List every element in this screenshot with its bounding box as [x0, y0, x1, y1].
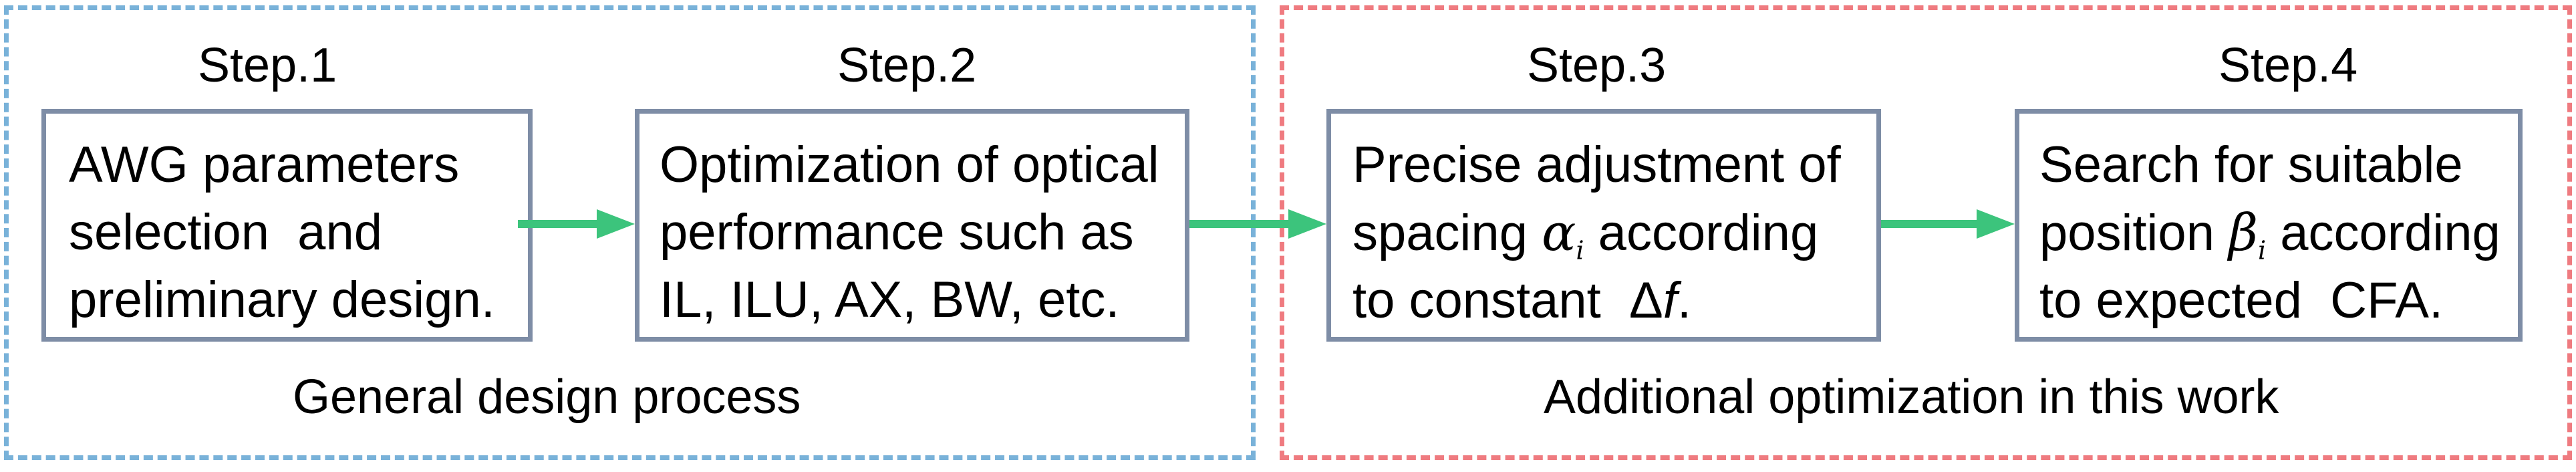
beta-symbol: β: [2229, 203, 2259, 262]
step3-line3: to constant Δf.: [1352, 267, 1854, 334]
step3-line1: Precise adjustment of: [1352, 136, 1841, 193]
step3-line2: spacing αi according: [1352, 199, 1854, 267]
step2-line1: Optimization of optical: [660, 136, 1159, 193]
step3-title: Step.3: [1527, 39, 1667, 92]
general-design-label: General design process: [293, 370, 801, 424]
step1-line2: selection and: [69, 204, 382, 261]
general-design-group: [4, 5, 1256, 460]
step4-box: Search for suitable position βi accordin…: [2015, 109, 2523, 342]
step1-box: AWG parameters selection and preliminary…: [41, 109, 533, 342]
step2-title: Step.2: [837, 39, 977, 92]
step1-line3: preliminary design.: [69, 271, 495, 328]
step3-box: Precise adjustment of spacing αi accordi…: [1326, 109, 1881, 342]
step4-line2-pre: position: [2039, 205, 2229, 261]
step1-title: Step.1: [198, 39, 337, 92]
alpha-subscript: i: [1576, 235, 1584, 265]
step3-line2-post: according: [1584, 205, 1819, 261]
step4-line1: Search for suitable: [2039, 136, 2463, 193]
step3-line3-pre: to constant Δ: [1352, 272, 1663, 329]
step3-line3-post: .: [1677, 272, 1692, 329]
arrow-step1-to-step2: [518, 209, 635, 239]
step4-line2: position βi according: [2039, 199, 2500, 267]
arrow-step3-to-step4: [1881, 209, 2015, 239]
step3-line2-pre: spacing: [1352, 205, 1542, 261]
additional-optimization-label: Additional optimization in this work: [1544, 370, 2279, 424]
step1-line1: AWG parameters: [69, 136, 460, 193]
step2-line3: IL, ILU, AX, BW, etc.: [660, 271, 1120, 328]
step4-line3: to expected CFA.: [2039, 272, 2444, 329]
step2-box: Optimization of optical performance such…: [635, 109, 1189, 342]
beta-subscript: i: [2258, 235, 2267, 265]
step2-line2: performance such as: [660, 204, 1134, 261]
arrow-step2-to-step3: [1189, 209, 1326, 239]
step4-line2-post: according: [2266, 205, 2500, 261]
alpha-symbol: α: [1542, 203, 1576, 262]
f-symbol: f: [1663, 272, 1677, 329]
step4-title: Step.4: [2219, 39, 2358, 92]
additional-optimization-group: [1280, 5, 2572, 460]
